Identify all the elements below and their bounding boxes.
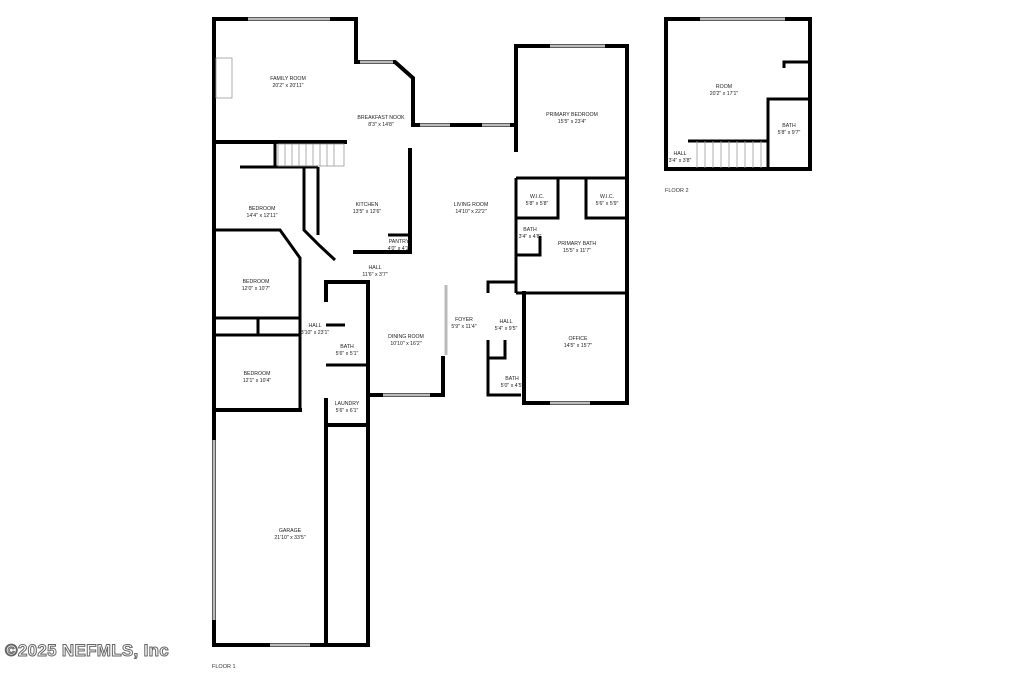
floor2-walls	[664, 17, 812, 171]
room-size: 3'4" x 3'8"	[669, 158, 692, 164]
room-size: 14'5" x 15'7"	[564, 343, 593, 349]
room-name: HALL	[674, 151, 687, 157]
room-size: 14'4" x 12'11"	[247, 213, 278, 219]
room-name: ROOM	[716, 84, 732, 90]
room-name: BATH	[505, 376, 519, 382]
room-size: 5'4" x 9'5"	[495, 326, 518, 332]
room-name: W.I.C.	[600, 194, 614, 200]
room-size: 14'10" x 22'2"	[455, 209, 486, 215]
room-size: 21'10" x 33'5"	[274, 535, 305, 541]
room-name: BATH	[340, 344, 354, 350]
room-name: BREAKFAST NOOK	[357, 115, 405, 121]
room-name: BEDROOM	[243, 279, 270, 285]
room-name: PRIMARY BATH	[558, 241, 597, 247]
room-size: 15'5" x 23'4"	[558, 119, 587, 125]
room-size: 20'2" x 20'11"	[273, 83, 304, 89]
room-name: FAMILY ROOM	[270, 76, 306, 82]
room-size: 4'0" x 4'1"	[388, 246, 411, 252]
stairs	[277, 143, 345, 167]
room-name: LIVING ROOM	[454, 202, 489, 208]
room-size: 5'0" x 4'5"	[501, 383, 524, 389]
room-size: 5'8" x 5'8"	[526, 201, 549, 207]
room-size: 5'6" x 5'9"	[596, 201, 619, 207]
room-size: 3'10" x 23'1"	[301, 330, 330, 336]
room-labels-floor2: ROOM 20'2" x 17'1" BATH 5'8" x 9'7" HALL…	[669, 84, 801, 164]
room-size: 5'9" x 11'4"	[451, 324, 476, 330]
room-size: 5'8" x 9'7"	[778, 130, 801, 136]
floor1-walls	[212, 17, 629, 647]
room-name: DINING ROOM	[388, 334, 424, 340]
room-size: 12'1" x 10'4"	[243, 378, 272, 384]
room-name: BATH	[782, 123, 796, 129]
room-size: 13'5" x 12'6"	[353, 209, 382, 215]
room-name: BEDROOM	[249, 206, 276, 212]
room-name: KITCHEN	[356, 202, 379, 208]
room-name: OFFICE	[568, 336, 588, 342]
room-size: 5'6" x 6'1"	[336, 408, 359, 414]
floor2-label: FLOOR 2	[665, 188, 689, 194]
room-size: 12'0" x 10'7"	[242, 286, 271, 292]
room-size: 10'10" x 16'2"	[390, 341, 421, 347]
room-name: PANTRY	[389, 239, 410, 245]
stairs	[696, 141, 762, 168]
room-name: FOYER	[455, 317, 473, 323]
room-size: 15'5" x 11'7"	[563, 248, 591, 254]
room-name: W.I.C.	[530, 194, 544, 200]
room-labels-floor1: FAMILY ROOM 20'2" x 20'11" BREAKFAST NOO…	[242, 76, 619, 541]
room-size: 8'3" x 14'8"	[368, 122, 394, 128]
room-size: 5'6" x 5'1"	[336, 351, 359, 357]
room-name: HALL	[500, 319, 513, 325]
room-size: 20'2" x 17'1"	[710, 91, 739, 97]
room-name: GARAGE	[279, 528, 302, 534]
floor1-label: FLOOR 1	[212, 664, 236, 670]
room-name: BEDROOM	[244, 371, 271, 377]
room-size: 11'6" x 3'7"	[362, 272, 387, 278]
room-name: HALL	[369, 265, 382, 271]
room-size: 3'4" x 4'8"	[519, 234, 542, 240]
watermark: ©2025 NEFMLS, Inc	[4, 641, 170, 661]
room-name: HALL	[309, 323, 322, 329]
room-name: LAUNDRY	[335, 401, 360, 407]
room-name: BATH	[523, 227, 537, 233]
room-name: PRIMARY BEDROOM	[546, 112, 598, 118]
